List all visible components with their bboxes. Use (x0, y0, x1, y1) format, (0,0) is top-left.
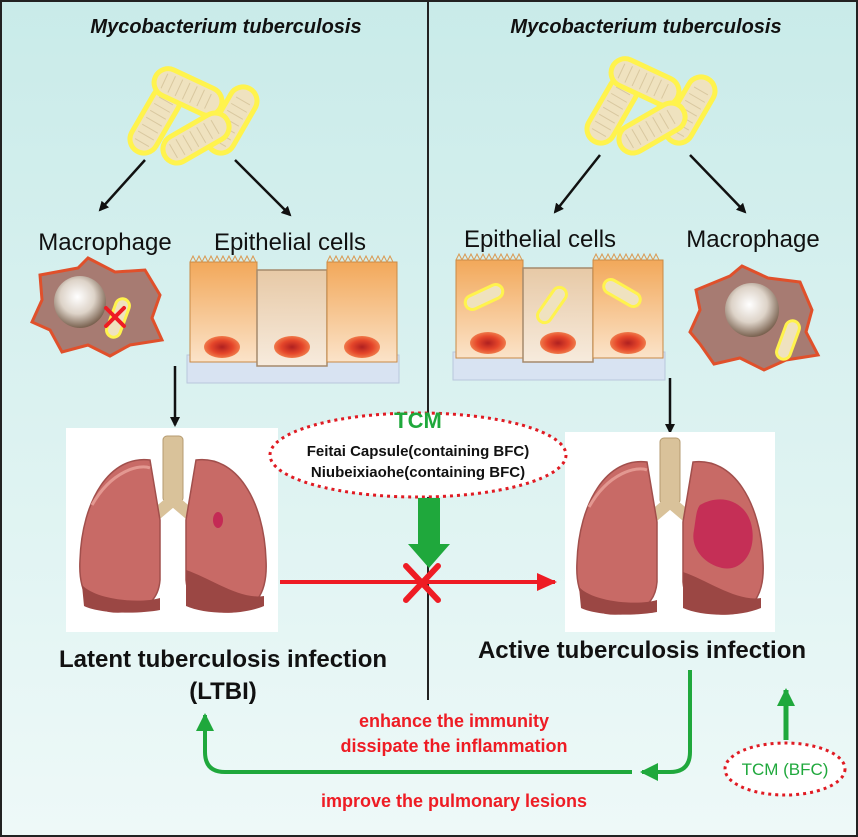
right-bacteria-label: Mycobacterium tuberculosis (510, 16, 781, 38)
latent-lungs-icon (66, 428, 278, 632)
tcm-line2: Niubeixiaohe(containing BFC) (311, 464, 525, 481)
effect-enhance-immunity: enhance the immunity (359, 711, 549, 731)
tcm-line1: Feitai Capsule(containing BFC) (307, 443, 530, 460)
latent-tb-label: Latent tuberculosis infection (59, 646, 387, 673)
tcm-bfc-box: TCM (BFC) (723, 688, 847, 797)
block-x-icon (403, 563, 441, 603)
active-tb-label: Active tuberculosis infection (478, 637, 806, 664)
arrow-to-epithelial-left (234, 159, 292, 217)
arrow-to-macrophage-left (98, 159, 146, 212)
right-epithelial-label: Epithelial cells (464, 226, 616, 253)
tcm-treatment-box: TCM Feitai Capsule(containing BFC) Niube… (268, 408, 568, 499)
progression-blocked-arrow (280, 563, 557, 603)
right-macrophage-label: Macrophage (686, 226, 819, 253)
arrow-to-macrophage-right (689, 154, 747, 214)
right-epithelial-cells-icon (452, 252, 666, 381)
left-epithelial-cells-icon (186, 254, 400, 384)
right-macrophage-icon (688, 264, 821, 372)
arrow-to-epithelial-right (553, 154, 601, 214)
left-bacteria-label: Mycobacterium tuberculosis (90, 16, 361, 38)
black-arrows (98, 154, 747, 434)
tcm-title: TCM (394, 408, 442, 433)
left-macrophage-icon (30, 256, 165, 358)
ltbi-label: (LTBI) (189, 678, 257, 705)
recovery-arrow (196, 670, 692, 781)
effect-dissipate-inflammation: dissipate the inflammation (340, 736, 567, 756)
tcm-bfc-label: TCM (BFC) (742, 760, 829, 779)
left-epithelial-label: Epithelial cells (214, 229, 366, 256)
tcm-down-arrow (408, 498, 450, 568)
left-macrophage-label: Macrophage (38, 229, 171, 256)
effect-improve-lesions: improve the pulmonary lesions (321, 791, 587, 811)
active-lungs-icon (565, 432, 775, 632)
